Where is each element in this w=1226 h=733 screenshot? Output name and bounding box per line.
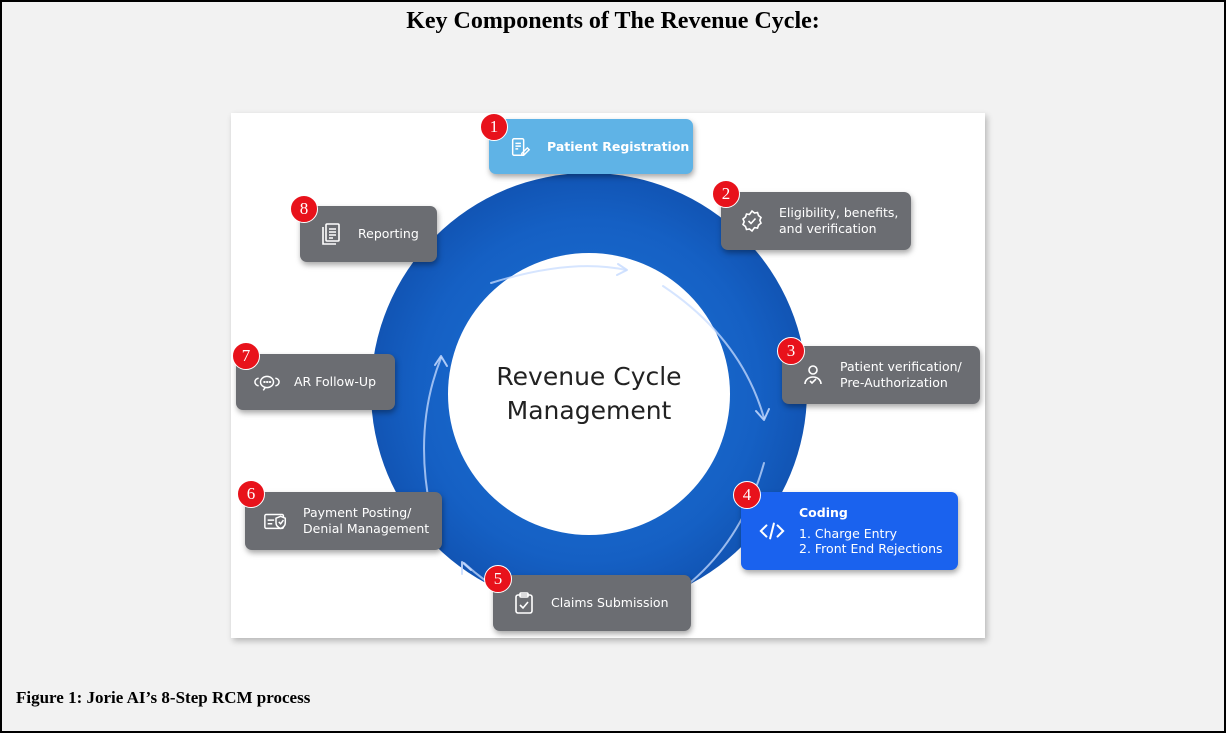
step-label: Eligibility, benefits, and verification (779, 205, 899, 236)
code-icon (759, 518, 785, 544)
step-badge-5: 5 (484, 565, 512, 593)
step-label: Patient verification/ Pre-Authorization (840, 359, 962, 390)
step-badge-6: 6 (237, 480, 265, 508)
step-label: AR Follow-Up (294, 374, 377, 390)
step-label: Payment Posting/ Denial Management (303, 505, 430, 536)
arrow-4 (463, 562, 542, 609)
user-check-icon (800, 362, 826, 388)
arrow-1 (490, 265, 627, 284)
step-badge-2: 2 (712, 180, 740, 208)
step-patient-registration: Patient Registration (489, 119, 693, 174)
document-edit-icon (507, 134, 533, 160)
clipboard-check-icon (511, 590, 537, 616)
step-payment-posting: Payment Posting/ Denial Management (245, 492, 442, 550)
step-badge-3: 3 (777, 337, 805, 365)
step-label: Claims Submission (551, 595, 669, 611)
step-badge-7: 7 (232, 342, 260, 370)
step-label: Patient Registration (547, 138, 690, 154)
step-badge-8: 8 (290, 195, 318, 223)
arrow-2 (662, 285, 765, 419)
step-reporting: Reporting (300, 206, 437, 262)
headset-icon (254, 369, 280, 395)
step-eligibility: Eligibility, benefits, and verification (721, 192, 911, 250)
payment-card-icon (263, 508, 289, 534)
step-label: Reporting (358, 226, 419, 242)
step-coding: Coding 1. Charge Entry 2. Front End Reje… (741, 492, 958, 570)
step-patient-verification: Patient verification/ Pre-Authorization (782, 346, 980, 404)
step-claims-submission: Claims Submission (493, 575, 691, 631)
page-title: Key Components of The Revenue Cycle: (406, 8, 820, 34)
center-title: Revenue Cycle Management (496, 362, 682, 425)
report-icon (318, 221, 344, 247)
step-label: 1. Charge Entry 2. Front End Rejections (799, 525, 943, 557)
step-badge-4: 4 (733, 481, 761, 509)
verified-badge-icon (739, 208, 765, 234)
step-ar-follow-up: AR Follow-Up (236, 354, 395, 410)
step-title: Coding (799, 505, 848, 521)
figure-caption: Figure 1: Jorie AI’s 8-Step RCM process (16, 688, 311, 707)
step-coding-text: Coding 1. Charge Entry 2. Front End Reje… (799, 505, 943, 557)
step-badge-1: 1 (480, 113, 508, 141)
